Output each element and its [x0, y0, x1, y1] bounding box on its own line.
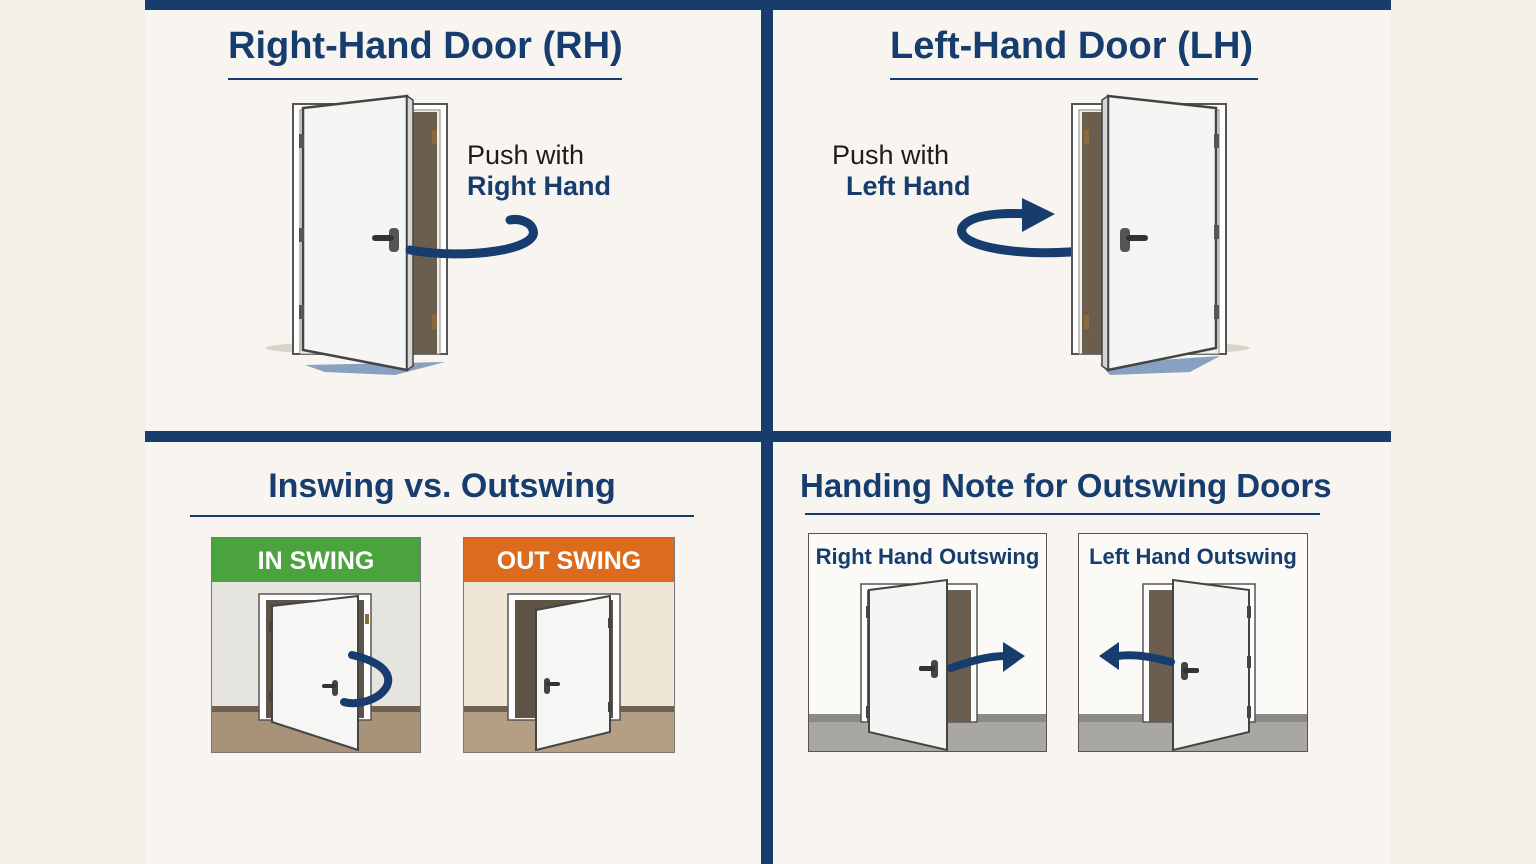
door-hinge-icon — [1084, 130, 1219, 329]
door-icon — [1070, 94, 1250, 375]
rh-outswing-illustration — [809, 578, 1046, 751]
rh-outswing-label: Right Hand Outswing — [815, 544, 1040, 569]
right-hand-text: Right Hand — [467, 171, 611, 201]
door-icon — [860, 578, 978, 751]
left-hand-push-label: Push with Left Hand — [832, 140, 971, 202]
swing-title-rule — [190, 515, 694, 517]
lh-outswing-box: Left Hand Outswing — [1078, 533, 1308, 752]
push-with-text: Push with — [467, 140, 585, 170]
arrow-head — [1022, 198, 1055, 232]
door-icon — [507, 593, 621, 752]
right-hand-title-rule — [228, 78, 622, 80]
outswing-header: OUT SWING — [464, 538, 674, 582]
curved-arrow-icon — [340, 651, 393, 708]
inswing-door-illustration — [212, 593, 420, 752]
horizontal-divider — [145, 431, 1391, 442]
door-icon — [265, 94, 448, 375]
right-hand-door-title: Right-Hand Door (RH) — [228, 25, 623, 67]
handing-note-title: Handing Note for Outswing Doors — [800, 467, 1332, 504]
outswing-door-illustration — [464, 593, 674, 752]
left-hand-door-title: Left-Hand Door (LH) — [890, 25, 1254, 67]
lh-outswing-label: Left Hand Outswing — [1089, 544, 1297, 569]
swing-title: Inswing vs. Outswing — [268, 467, 616, 505]
curved-arrow-icon — [405, 215, 538, 259]
push-with-text: Push with — [832, 140, 950, 170]
straight-arrow-icon — [1113, 651, 1175, 666]
handing-note-title-rule — [805, 513, 1320, 515]
inswing-header: IN SWING — [212, 538, 420, 582]
door-handle-icon — [1120, 228, 1148, 252]
door-icon — [1142, 578, 1256, 751]
curved-arrow-icon — [957, 209, 1095, 258]
door-icon — [258, 593, 372, 752]
door-hinge-icon — [299, 130, 437, 329]
rh-outswing-box: Right Hand Outswing — [808, 533, 1047, 752]
right-hand-push-label: Push with Right Hand — [467, 140, 611, 202]
inswing-panel: IN SWING — [211, 537, 421, 753]
outswing-panel: OUT SWING — [463, 537, 675, 753]
left-hand-door-illustration — [957, 94, 1250, 375]
lh-outswing-illustration — [1079, 578, 1307, 751]
left-hand-text: Left Hand — [846, 171, 971, 201]
right-hand-door-illustration — [265, 94, 538, 375]
straight-arrow-icon — [947, 652, 1011, 672]
door-handle-icon — [372, 228, 399, 252]
left-hand-title-rule — [890, 78, 1258, 80]
